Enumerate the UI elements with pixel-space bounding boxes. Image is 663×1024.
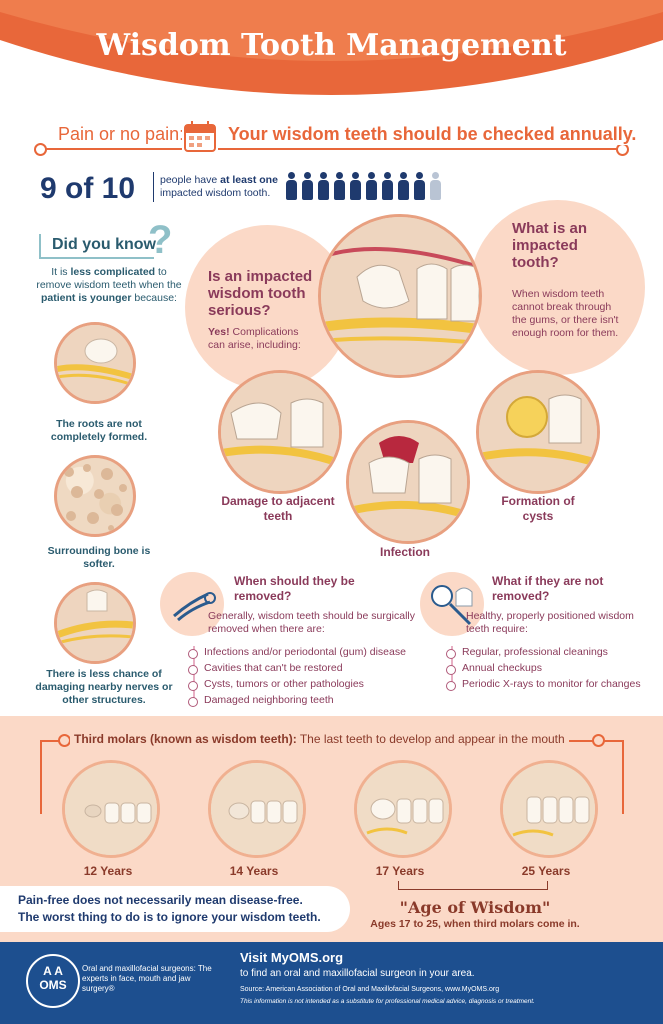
person-icon (302, 172, 313, 200)
what-is-circle (470, 200, 645, 375)
molar-14-image (208, 760, 306, 858)
cyst-image (476, 370, 600, 494)
did-you-know-intro: It is less complicated to remove wisdom … (36, 266, 182, 304)
age-14: 14 Years (229, 864, 279, 878)
calendar-icon (182, 118, 218, 154)
person-icon (286, 172, 297, 200)
person-icon (318, 172, 329, 200)
reason-bone: Surrounding bone is softer. (47, 545, 151, 570)
did-you-know-box (34, 228, 184, 264)
complication-damage: Damage to adjacent teeth (221, 494, 335, 523)
age-range-bracket (398, 881, 548, 890)
reason-roots: The roots are not completely formed. (50, 418, 148, 443)
person-icon (414, 172, 425, 200)
question-mark-icon: ? (148, 218, 173, 262)
age-of-wisdom: "Age of Wisdom" (399, 898, 551, 917)
header-arc (0, 0, 663, 95)
molar-17-image (354, 760, 452, 858)
age-of-wisdom-note: Ages 17 to 25, when third molars come in… (370, 918, 580, 930)
person-icon (366, 172, 377, 200)
age-25: 25 Years (521, 864, 571, 878)
footer (0, 942, 663, 1024)
roots-image (54, 322, 136, 404)
person-icon (350, 172, 361, 200)
page-title: Wisdom Tooth Management (96, 28, 567, 63)
person-icon (334, 172, 345, 200)
visit-sub: to find an oral and maxillofacial surgeo… (240, 968, 475, 979)
complication-cysts: Formation of cysts (501, 494, 575, 523)
molars-heading: Third molars (known as wisdom teeth): Th… (70, 732, 569, 746)
footer-source: Source: American Association of Oral and… (240, 986, 500, 993)
banner-lead: Pain or no pain: (52, 124, 191, 145)
when-removed-list: Infections and/or periodontal (gum) dise… (188, 642, 428, 710)
when-removed-title: When should they be removed? (234, 574, 355, 603)
impacted-tooth-image (318, 214, 482, 378)
aaoms-logo: A A OMS (26, 954, 80, 1008)
nerves-image (54, 582, 136, 664)
person-icon (382, 172, 393, 200)
warning-text: Pain-free does not necessarily mean dise… (18, 893, 321, 924)
footer-tagline: Oral and maxillofacial surgeons: The exp… (82, 964, 212, 993)
age-17: 17 Years (375, 864, 425, 878)
warning-box (0, 886, 350, 932)
person-icon (430, 172, 441, 200)
dental-mirror-icon (431, 585, 473, 626)
when-removed-rail (193, 646, 195, 706)
stat-divider (153, 172, 154, 202)
forceps-icon (173, 592, 216, 622)
serious-text: Yes! Complications can arise, including: (208, 326, 301, 351)
banner-line (40, 148, 620, 150)
not-removed-title: What if they are not removed? (492, 574, 604, 603)
when-removed-intro: Generally, wisdom teeth should be surgic… (208, 610, 415, 635)
damage-image (218, 370, 342, 494)
not-removed-item: Periodic X-rays to monitor for changes (446, 678, 656, 691)
footer-disclaimer: This information is not intended as a su… (240, 998, 535, 1005)
molar-12-image (62, 760, 160, 858)
did-you-know-title: Did you know (52, 236, 156, 253)
complication-infection: Infection (380, 545, 430, 559)
header-banner: Wisdom Tooth Management (0, 0, 663, 95)
molars-dot-right (592, 734, 605, 747)
not-removed-item: Regular, professional cleanings (446, 646, 656, 659)
when-removed-item: Infections and/or periodontal (gum) dise… (188, 646, 428, 659)
not-removed-item: Annual checkups (446, 662, 656, 675)
when-removed-item: Damaged neighboring teeth (188, 694, 428, 707)
banner-dot-left (34, 143, 47, 156)
when-removed-item: Cavities that can't be restored (188, 662, 428, 675)
reason-nerves: There is less chance of damaging nearby … (35, 668, 173, 706)
person-icon (398, 172, 409, 200)
not-removed-intro: Healthy, properly positioned wisdom teet… (466, 610, 634, 635)
mirror-icon-circle (420, 572, 484, 636)
serious-title: Is an impacted wisdom tooth serious? (208, 268, 313, 319)
bone-image (54, 455, 136, 537)
visit-link[interactable]: Visit MyOMS.org (240, 950, 344, 965)
age-12: 12 Years (83, 864, 133, 878)
when-removed-item: Cysts, tumors or other pathologies (188, 678, 428, 691)
what-is-title: What is an impacted tooth? (512, 220, 588, 271)
stat-people-icons (286, 172, 446, 205)
stat-big: 9 of 10 (40, 172, 136, 205)
forceps-icon-circle (160, 572, 224, 636)
molar-25-image (500, 760, 598, 858)
what-is-text: When wisdom teeth cannot break through t… (512, 288, 619, 339)
banner-text: Your wisdom teeth should be checked annu… (222, 124, 643, 145)
infection-image (346, 420, 470, 544)
